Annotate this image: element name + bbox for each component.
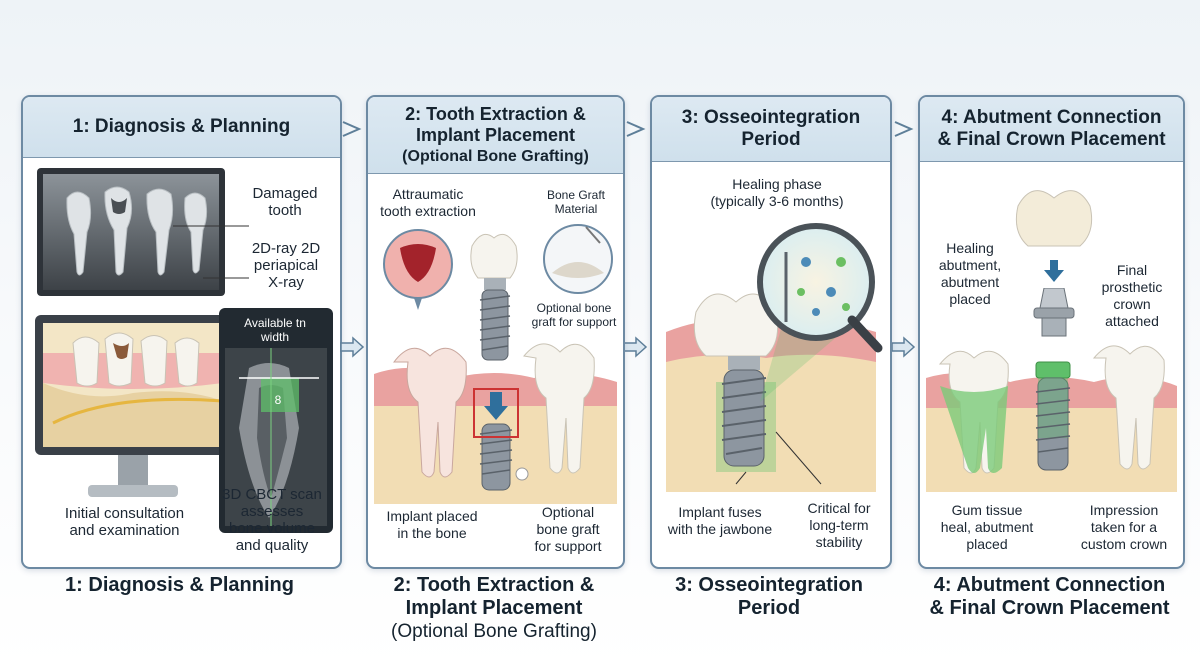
step-1-footer-title: 1: Diagnosis & Planning [65, 574, 294, 596]
periapical-xray-image [37, 168, 225, 296]
xray-label: 2D-ray 2D periapical X-ray [251, 240, 321, 291]
healing-abutment-label: Healing abutment, abutment placed [938, 240, 1002, 307]
arrow-right-icon [340, 336, 365, 358]
step-2-panel: 2: Tooth Extraction & Implant Placement … [366, 95, 625, 569]
step-2-footer-sub: (Optional Bone Grafting) [391, 621, 597, 642]
arrow-right-icon [623, 336, 648, 358]
final-crown-image [1015, 190, 1093, 247]
available-width-label: Available tn width [244, 316, 306, 344]
arrow-right-icon [891, 336, 916, 358]
step-2-header: 2: Tooth Extraction & Implant Placement … [368, 97, 623, 174]
osseointegration-illustration [666, 223, 883, 492]
critical-stability-label: Critical for long-term stability [807, 500, 871, 550]
step-4-footer: 4: Abutment Connection & Final Crown Pla… [912, 574, 1187, 620]
optional-graft-label: Optional bone graft for support [534, 504, 602, 554]
step-4-footer-title: 4: Abutment Connection & Final Crown Pla… [929, 574, 1170, 619]
step-3-header-text: 3: Osseointegration Period [681, 107, 861, 150]
step-3-header: 3: Osseointegration Period [652, 97, 890, 162]
implant-fuses-label: Implant fuses with the jawbone [667, 504, 773, 537]
step-1-body: Damaged tooth 2D-ray 2D periapical X-ray [23, 158, 340, 567]
abutment-image [1033, 288, 1075, 337]
final-jaw-cross-section [926, 345, 1177, 492]
extraction-socket-image [383, 229, 453, 310]
arrow-right-icon [342, 121, 362, 137]
gum-tissue-label: Gum tissue heal, abutment placed [940, 502, 1034, 552]
step-1-footer: 1: Diagnosis & Planning [21, 574, 338, 597]
step-1-panel: 1: Diagnosis & Planning D [21, 95, 342, 569]
step-2-footer: 2: Tooth Extraction & Implant Placement … [350, 574, 638, 643]
step-1-header-text: 1: Diagnosis & Planning [72, 116, 291, 137]
step-2-body: Attraumatic tooth extraction Bone Graft … [368, 174, 623, 567]
damaged-tooth-label: Damaged tooth [252, 185, 318, 219]
step-3-body: Healing phase (typically 3-6 months) [652, 162, 890, 567]
implant-with-crown [470, 233, 518, 361]
step-2-header-text: 2: Tooth Extraction & Implant Placement [405, 103, 586, 145]
cbct-label: 3D CBCT scan assesses bone volume and qu… [222, 486, 322, 554]
bone-graft-image [543, 224, 613, 294]
step-1-header: 1: Diagnosis & Planning [23, 97, 340, 158]
healing-phase-label: Healing phase (typically 3-6 months) [710, 176, 844, 209]
step-2-header-sub: (Optional Bone Grafting) [402, 147, 589, 165]
arrow-right-icon [626, 121, 646, 137]
bone-graft-material-label: Bone Graft Material [546, 188, 606, 216]
impression-label: Impression taken for a custom crown [1080, 502, 1168, 552]
implant-placed-label: Implant placed in the bone [386, 508, 478, 541]
final-crown-label: Final prosthetic crown attached [1101, 262, 1163, 329]
extraction-label: Attraumatic tooth extraction [380, 186, 476, 219]
cbct-scan-image [219, 308, 333, 533]
jaw-cross-section [374, 343, 617, 504]
arrow-right-icon [894, 121, 914, 137]
step-4-header: 4: Abutment Connection & Final Crown Pla… [920, 97, 1183, 162]
xray-leader-lines [173, 225, 249, 279]
step-3-footer-title: 3: Osseointegration Period [675, 574, 863, 619]
step-3-panel: 3: Osseointegration Period Healing phase… [650, 95, 892, 569]
step-4-body: Healing abutment, abutment placed Final … [920, 162, 1183, 567]
monitor-dental-model [35, 315, 231, 497]
initial-consultation-label: Initial consultation and examination [64, 505, 185, 539]
step-2-footer-title: 2: Tooth Extraction & Implant Placement [393, 574, 595, 619]
step-4-panel: 4: Abutment Connection & Final Crown Pla… [918, 95, 1185, 569]
step-4-header-text: 4: Abutment Connection & Final Crown Pla… [937, 107, 1166, 150]
step-3-footer: 3: Osseointegration Period [650, 574, 888, 620]
down-arrow-icon [1044, 260, 1064, 282]
width-measure-label: 8 [274, 393, 282, 407]
optional-graft-small-label: Optional bone graft for support [531, 301, 617, 329]
